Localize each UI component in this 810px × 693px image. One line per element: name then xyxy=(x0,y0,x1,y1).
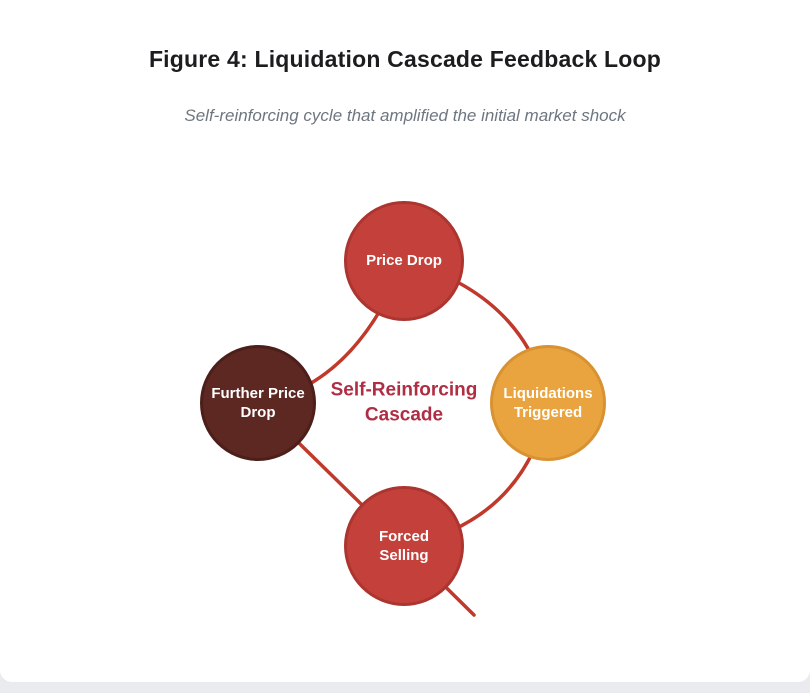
node-forced-selling-label: Forced Selling xyxy=(378,527,429,565)
node-liquidations-triggered-label: Liquidations Triggered xyxy=(503,384,593,422)
node-price-drop-label: Price Drop xyxy=(366,252,442,270)
node-price-drop: Price Drop xyxy=(344,201,464,321)
center-cascade-label: Self-Reinforcing Cascade xyxy=(331,378,478,427)
node-liquidations-triggered: Liquidations Triggered xyxy=(490,345,606,461)
figure-title: Figure 4: Liquidation Cascade Feedback L… xyxy=(148,46,662,72)
node-forced-selling: Forced Selling xyxy=(344,486,464,606)
node-further-price-drop: Further Price Drop xyxy=(200,345,316,461)
node-further-price-drop-label: Further Price Drop xyxy=(211,384,305,422)
center-cascade-label-line1: Self-Reinforcing xyxy=(330,379,478,401)
center-cascade-label-line2: Cascade xyxy=(364,404,444,425)
figure-subtitle: Self-reinforcing cycle that amplified th… xyxy=(184,106,626,125)
